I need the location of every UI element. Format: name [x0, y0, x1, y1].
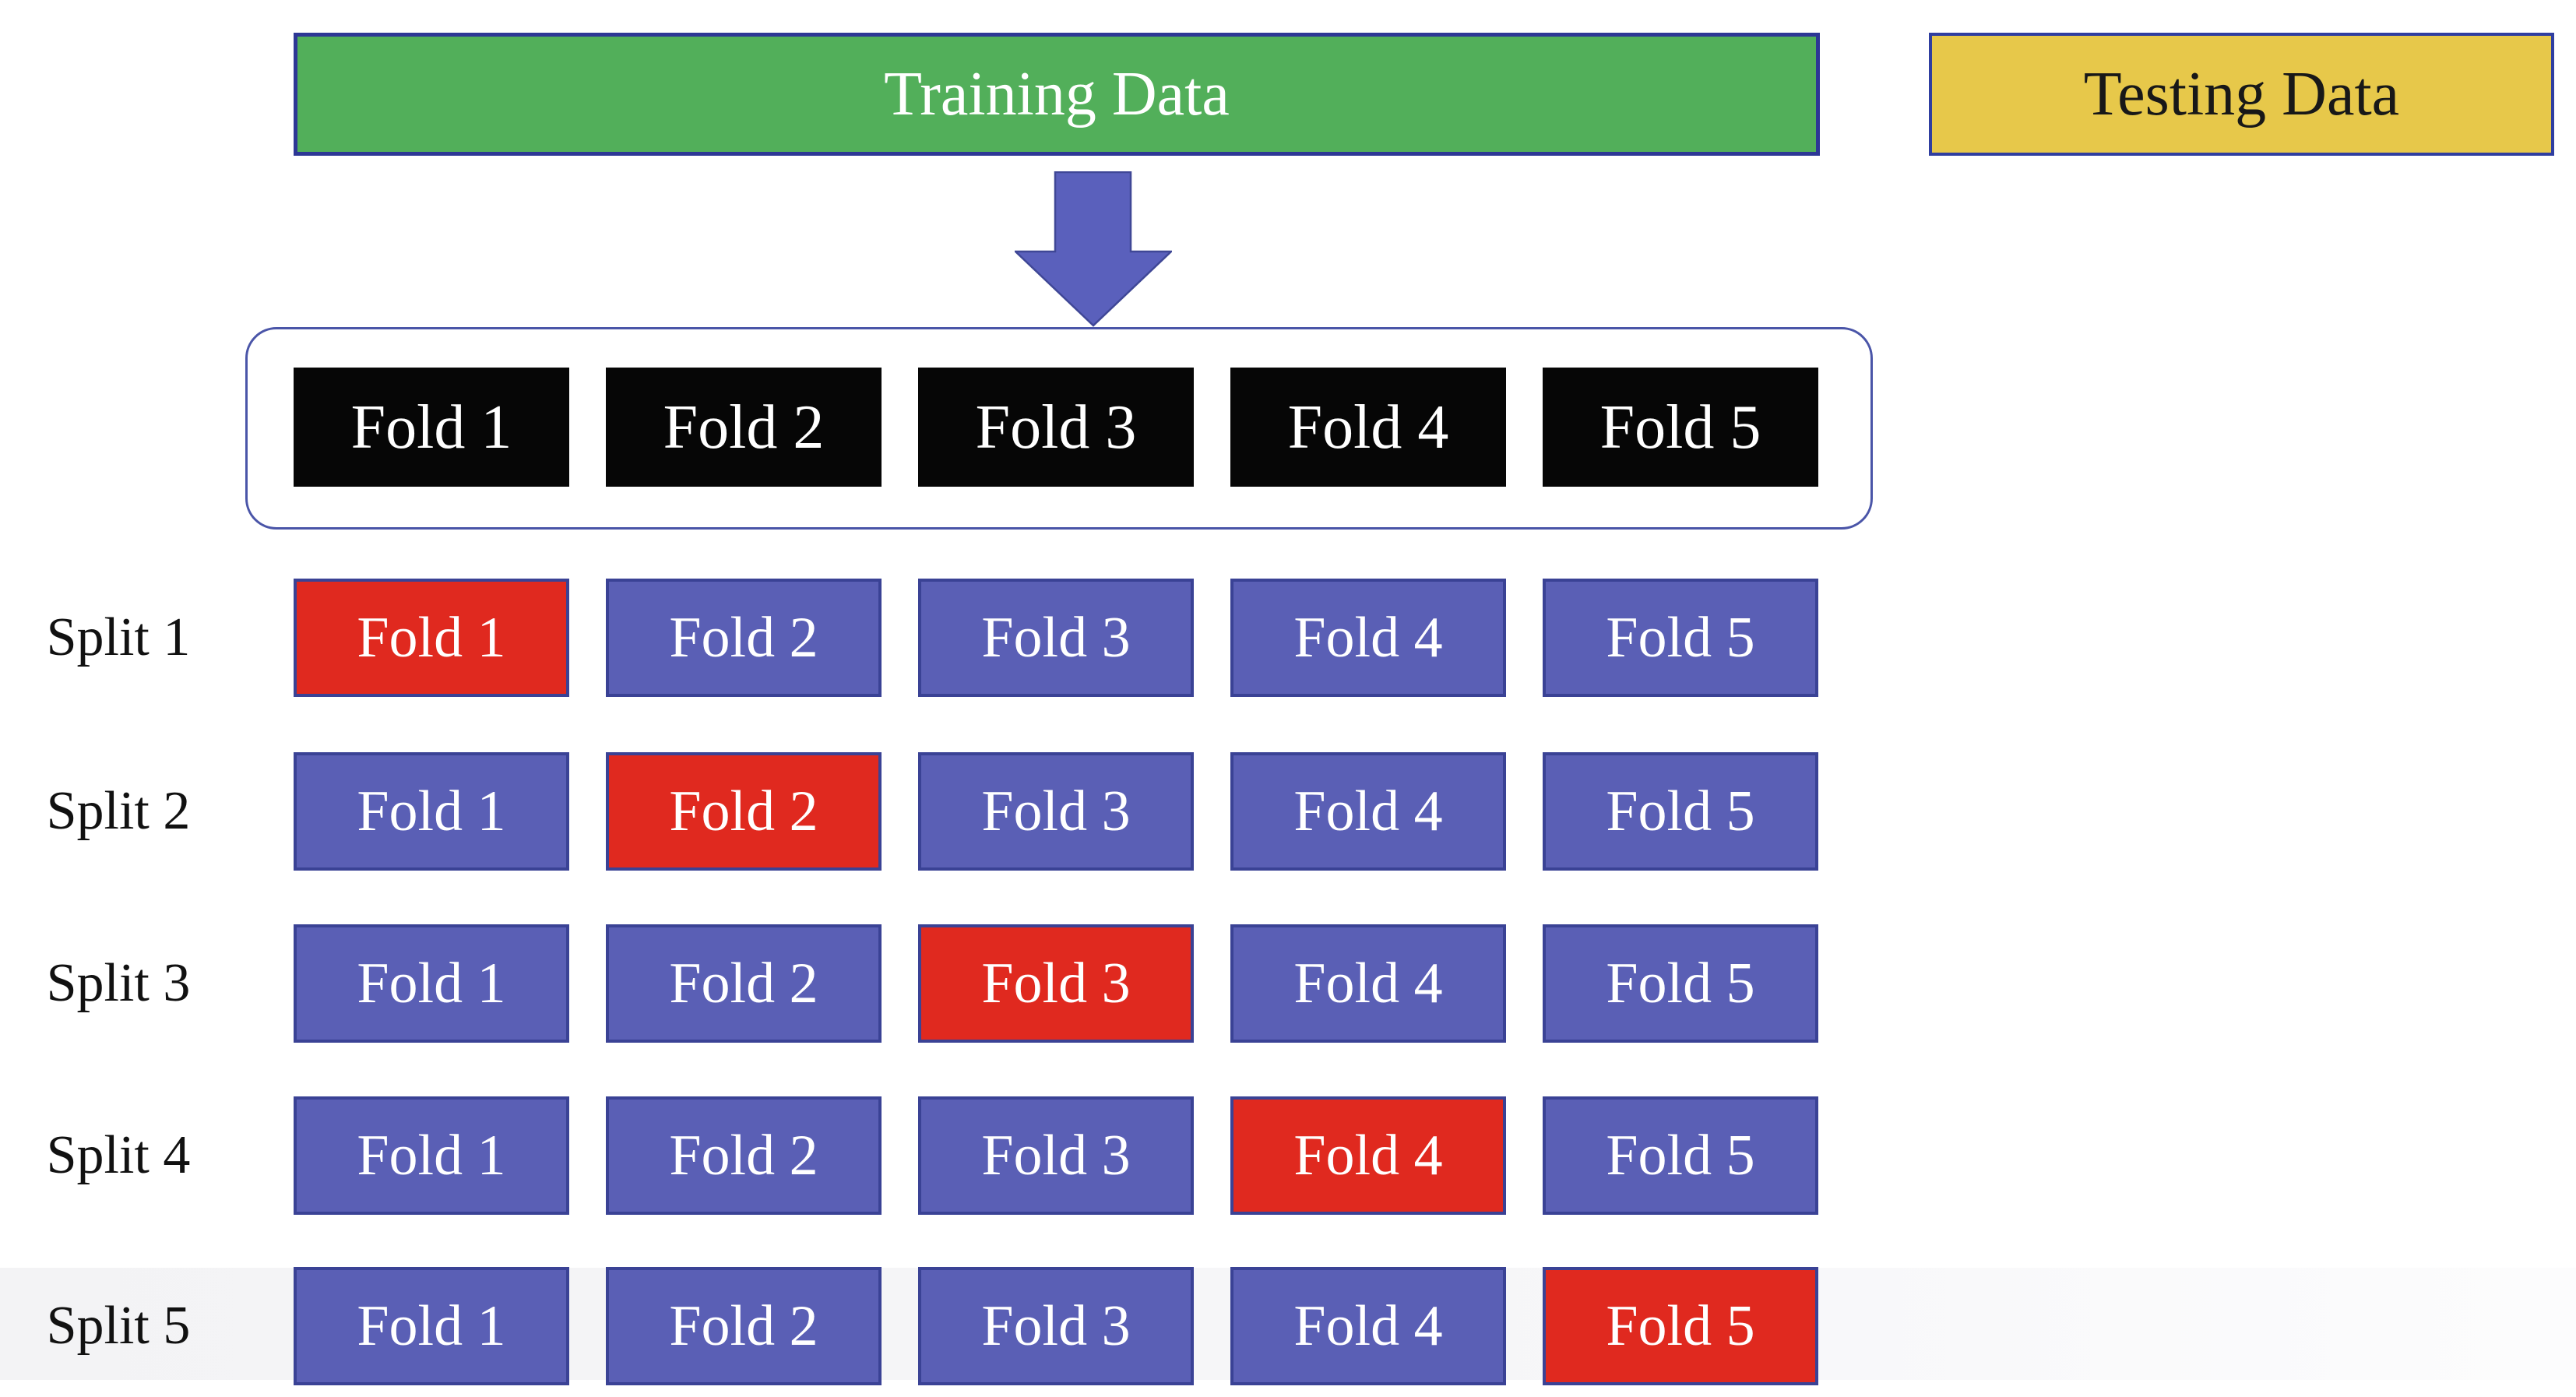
- testing-data-box: Testing Data: [1929, 33, 2554, 156]
- training-data-label: Training Data: [884, 60, 1230, 128]
- train-fold-box: Fold 5: [1543, 1096, 1818, 1215]
- fold-header-box: Fold 1: [294, 368, 569, 487]
- train-fold-box: Fold 4: [1230, 1267, 1506, 1385]
- fold-header-box: Fold 3: [918, 368, 1194, 487]
- training-data-box: Training Data: [294, 33, 1820, 156]
- fold-label: Fold 5: [1606, 952, 1755, 1015]
- train-fold-box: Fold 2: [606, 1267, 882, 1385]
- train-fold-box: Fold 3: [918, 579, 1194, 697]
- fold-header-label: Fold 3: [975, 392, 1137, 462]
- test-fold-box: Fold 1: [294, 579, 569, 697]
- train-fold-box: Fold 1: [294, 924, 569, 1043]
- split-label: Split 2: [46, 781, 191, 841]
- split-label: Split 3: [46, 953, 191, 1013]
- fold-label: Fold 5: [1606, 1124, 1755, 1188]
- split-label: Split 4: [46, 1125, 191, 1185]
- fold-label: Fold 2: [669, 1124, 818, 1188]
- fold-label: Fold 4: [1293, 952, 1443, 1015]
- fold-label: Fold 4: [1293, 1294, 1443, 1358]
- fold-label: Fold 3: [981, 779, 1131, 843]
- fold-label: Fold 1: [357, 1124, 506, 1188]
- fold-label: Fold 1: [357, 779, 506, 843]
- train-fold-box: Fold 5: [1543, 752, 1818, 871]
- split-label: Split 1: [46, 607, 191, 667]
- fold-label: Fold 5: [1606, 779, 1755, 843]
- test-fold-box: Fold 4: [1230, 1096, 1506, 1215]
- fold-label: Fold 3: [981, 952, 1131, 1015]
- split-label: Split 5: [46, 1296, 191, 1356]
- train-fold-box: Fold 1: [294, 752, 569, 871]
- train-fold-box: Fold 4: [1230, 579, 1506, 697]
- fold-header-label: Fold 2: [663, 392, 825, 462]
- train-fold-box: Fold 4: [1230, 924, 1506, 1043]
- train-fold-box: Fold 3: [918, 1267, 1194, 1385]
- fold-label: Fold 4: [1293, 606, 1443, 670]
- train-fold-box: Fold 1: [294, 1096, 569, 1215]
- fold-label: Fold 2: [669, 952, 818, 1015]
- test-fold-box: Fold 5: [1543, 1267, 1818, 1385]
- down-block-arrow-icon: [1015, 171, 1172, 327]
- fold-header-label: Fold 5: [1599, 392, 1761, 462]
- fold-label: Fold 1: [357, 606, 506, 670]
- fold-label: Fold 3: [981, 606, 1131, 670]
- train-fold-box: Fold 3: [918, 752, 1194, 871]
- train-fold-box: Fold 5: [1543, 579, 1818, 697]
- fold-label: Fold 3: [981, 1294, 1131, 1358]
- train-fold-box: Fold 4: [1230, 752, 1506, 871]
- fold-header-box: Fold 4: [1230, 368, 1506, 487]
- train-fold-box: Fold 2: [606, 1096, 882, 1215]
- fold-label: Fold 1: [357, 1294, 506, 1358]
- fold-header-box: Fold 5: [1543, 368, 1818, 487]
- train-fold-box: Fold 2: [606, 579, 882, 697]
- fold-label: Fold 2: [669, 1294, 818, 1358]
- fold-label: Fold 2: [669, 779, 818, 843]
- fold-header-label: Fold 1: [350, 392, 512, 462]
- fold-header-label: Fold 4: [1287, 392, 1449, 462]
- test-fold-box: Fold 2: [606, 752, 882, 871]
- fold-label: Fold 5: [1606, 1294, 1755, 1358]
- train-fold-box: Fold 1: [294, 1267, 569, 1385]
- fold-label: Fold 2: [669, 606, 818, 670]
- fold-label: Fold 4: [1293, 1124, 1443, 1188]
- test-fold-box: Fold 3: [918, 924, 1194, 1043]
- train-fold-box: Fold 5: [1543, 924, 1818, 1043]
- train-fold-box: Fold 2: [606, 924, 882, 1043]
- train-fold-box: Fold 3: [918, 1096, 1194, 1215]
- folds-panel: [245, 327, 1873, 530]
- fold-label: Fold 4: [1293, 779, 1443, 843]
- fold-label: Fold 3: [981, 1124, 1131, 1188]
- fold-label: Fold 5: [1606, 606, 1755, 670]
- testing-data-label: Testing Data: [2083, 60, 2400, 128]
- fold-header-box: Fold 2: [606, 368, 882, 487]
- fold-label: Fold 1: [357, 952, 506, 1015]
